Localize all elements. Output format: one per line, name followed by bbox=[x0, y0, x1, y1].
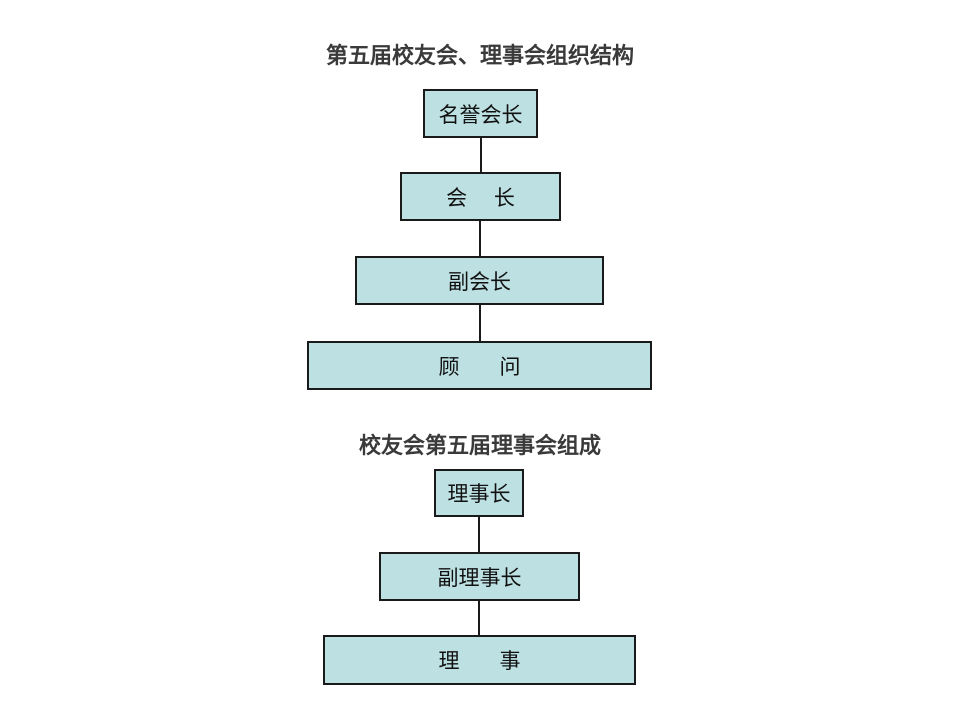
advisor-box: 顾 问 bbox=[307, 341, 652, 390]
connector-line bbox=[478, 517, 480, 552]
connector-line bbox=[479, 221, 481, 256]
honorary-president-label: 名誉会长 bbox=[438, 102, 523, 127]
advisor-label: 顾 问 bbox=[438, 354, 521, 379]
president-label: 会 长 bbox=[446, 185, 515, 210]
honorary-president-box: 名誉会长 bbox=[423, 89, 538, 138]
director-label: 理 事 bbox=[438, 649, 521, 673]
vice-president-box: 副会长 bbox=[355, 256, 604, 305]
president-box: 会 长 bbox=[400, 172, 561, 221]
chairman-box: 理事长 bbox=[434, 469, 524, 517]
vice-chairman-label: 副理事长 bbox=[437, 565, 522, 590]
vice-chairman-box: 副理事长 bbox=[379, 552, 580, 601]
council-composition-title: 校友会第五届理事会组成 bbox=[358, 434, 601, 459]
director-box: 理 事 bbox=[323, 635, 636, 685]
org-structure-title: 第五届校友会、理事会组织结构 bbox=[325, 44, 634, 69]
connector-line bbox=[480, 138, 482, 172]
chairman-label: 理事长 bbox=[447, 482, 511, 506]
vice-president-label: 副会长 bbox=[448, 269, 511, 294]
connector-line bbox=[479, 305, 481, 341]
connector-line bbox=[478, 601, 480, 635]
